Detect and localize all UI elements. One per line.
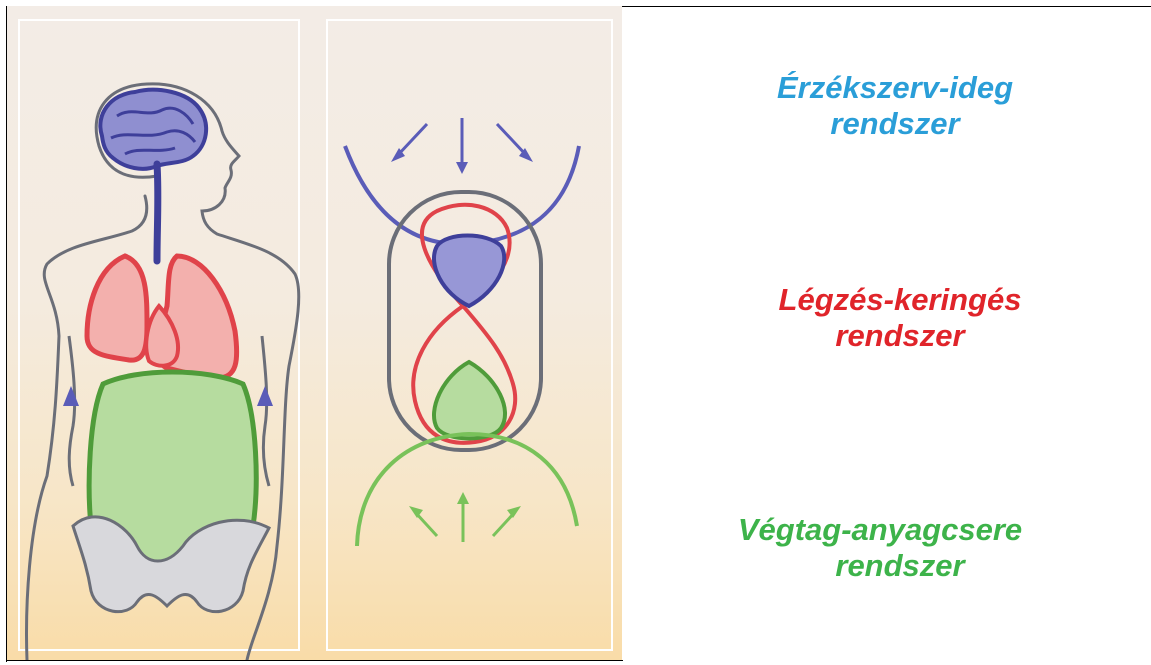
body-figure <box>27 84 299 660</box>
arrow-bottom-center-head <box>457 492 469 504</box>
label-metabolic-line1: Végtag-anyagcsere <box>700 512 1060 548</box>
frame-line-bottom <box>6 660 623 661</box>
arm-line-left <box>69 336 75 486</box>
frame-line-top <box>622 6 1151 7</box>
threefold-diagram <box>345 118 579 546</box>
illustration-svg <box>7 6 622 660</box>
lung-left <box>87 256 147 360</box>
brain <box>100 90 206 169</box>
label-rhythmic-system: Légzés-keringés rendszer <box>730 282 1070 354</box>
nerve-drop <box>434 236 504 307</box>
label-rhythmic-line2: rendszer <box>730 318 1070 354</box>
spinal-cord <box>157 164 158 261</box>
label-metabolic-line2: rendszer <box>700 548 1060 584</box>
arm-arrow-right <box>257 386 273 406</box>
label-rhythmic-line1: Légzés-keringés <box>730 282 1070 318</box>
label-nerve-sense-system: Érzékszerv-ideg rendszer <box>740 70 1050 142</box>
metabolic-drop <box>434 362 505 439</box>
arrow-bottom-right-head <box>507 506 521 518</box>
label-nerve-sense-line2: rendszer <box>740 106 1050 142</box>
illustration-panel <box>7 6 622 660</box>
label-nerve-sense-line1: Érzékszerv-ideg <box>740 70 1050 106</box>
arm-arrow-left <box>63 386 79 406</box>
arrow-top-center-head <box>456 162 468 174</box>
arrow-bottom-left-head <box>409 506 423 518</box>
arrow-top-right <box>497 124 527 156</box>
arrow-top-left <box>397 124 427 156</box>
label-metabolic-limb-system: Végtag-anyagcsere rendszer <box>700 512 1060 584</box>
right-inner-frame <box>327 20 612 650</box>
arm-line-right <box>262 336 269 486</box>
